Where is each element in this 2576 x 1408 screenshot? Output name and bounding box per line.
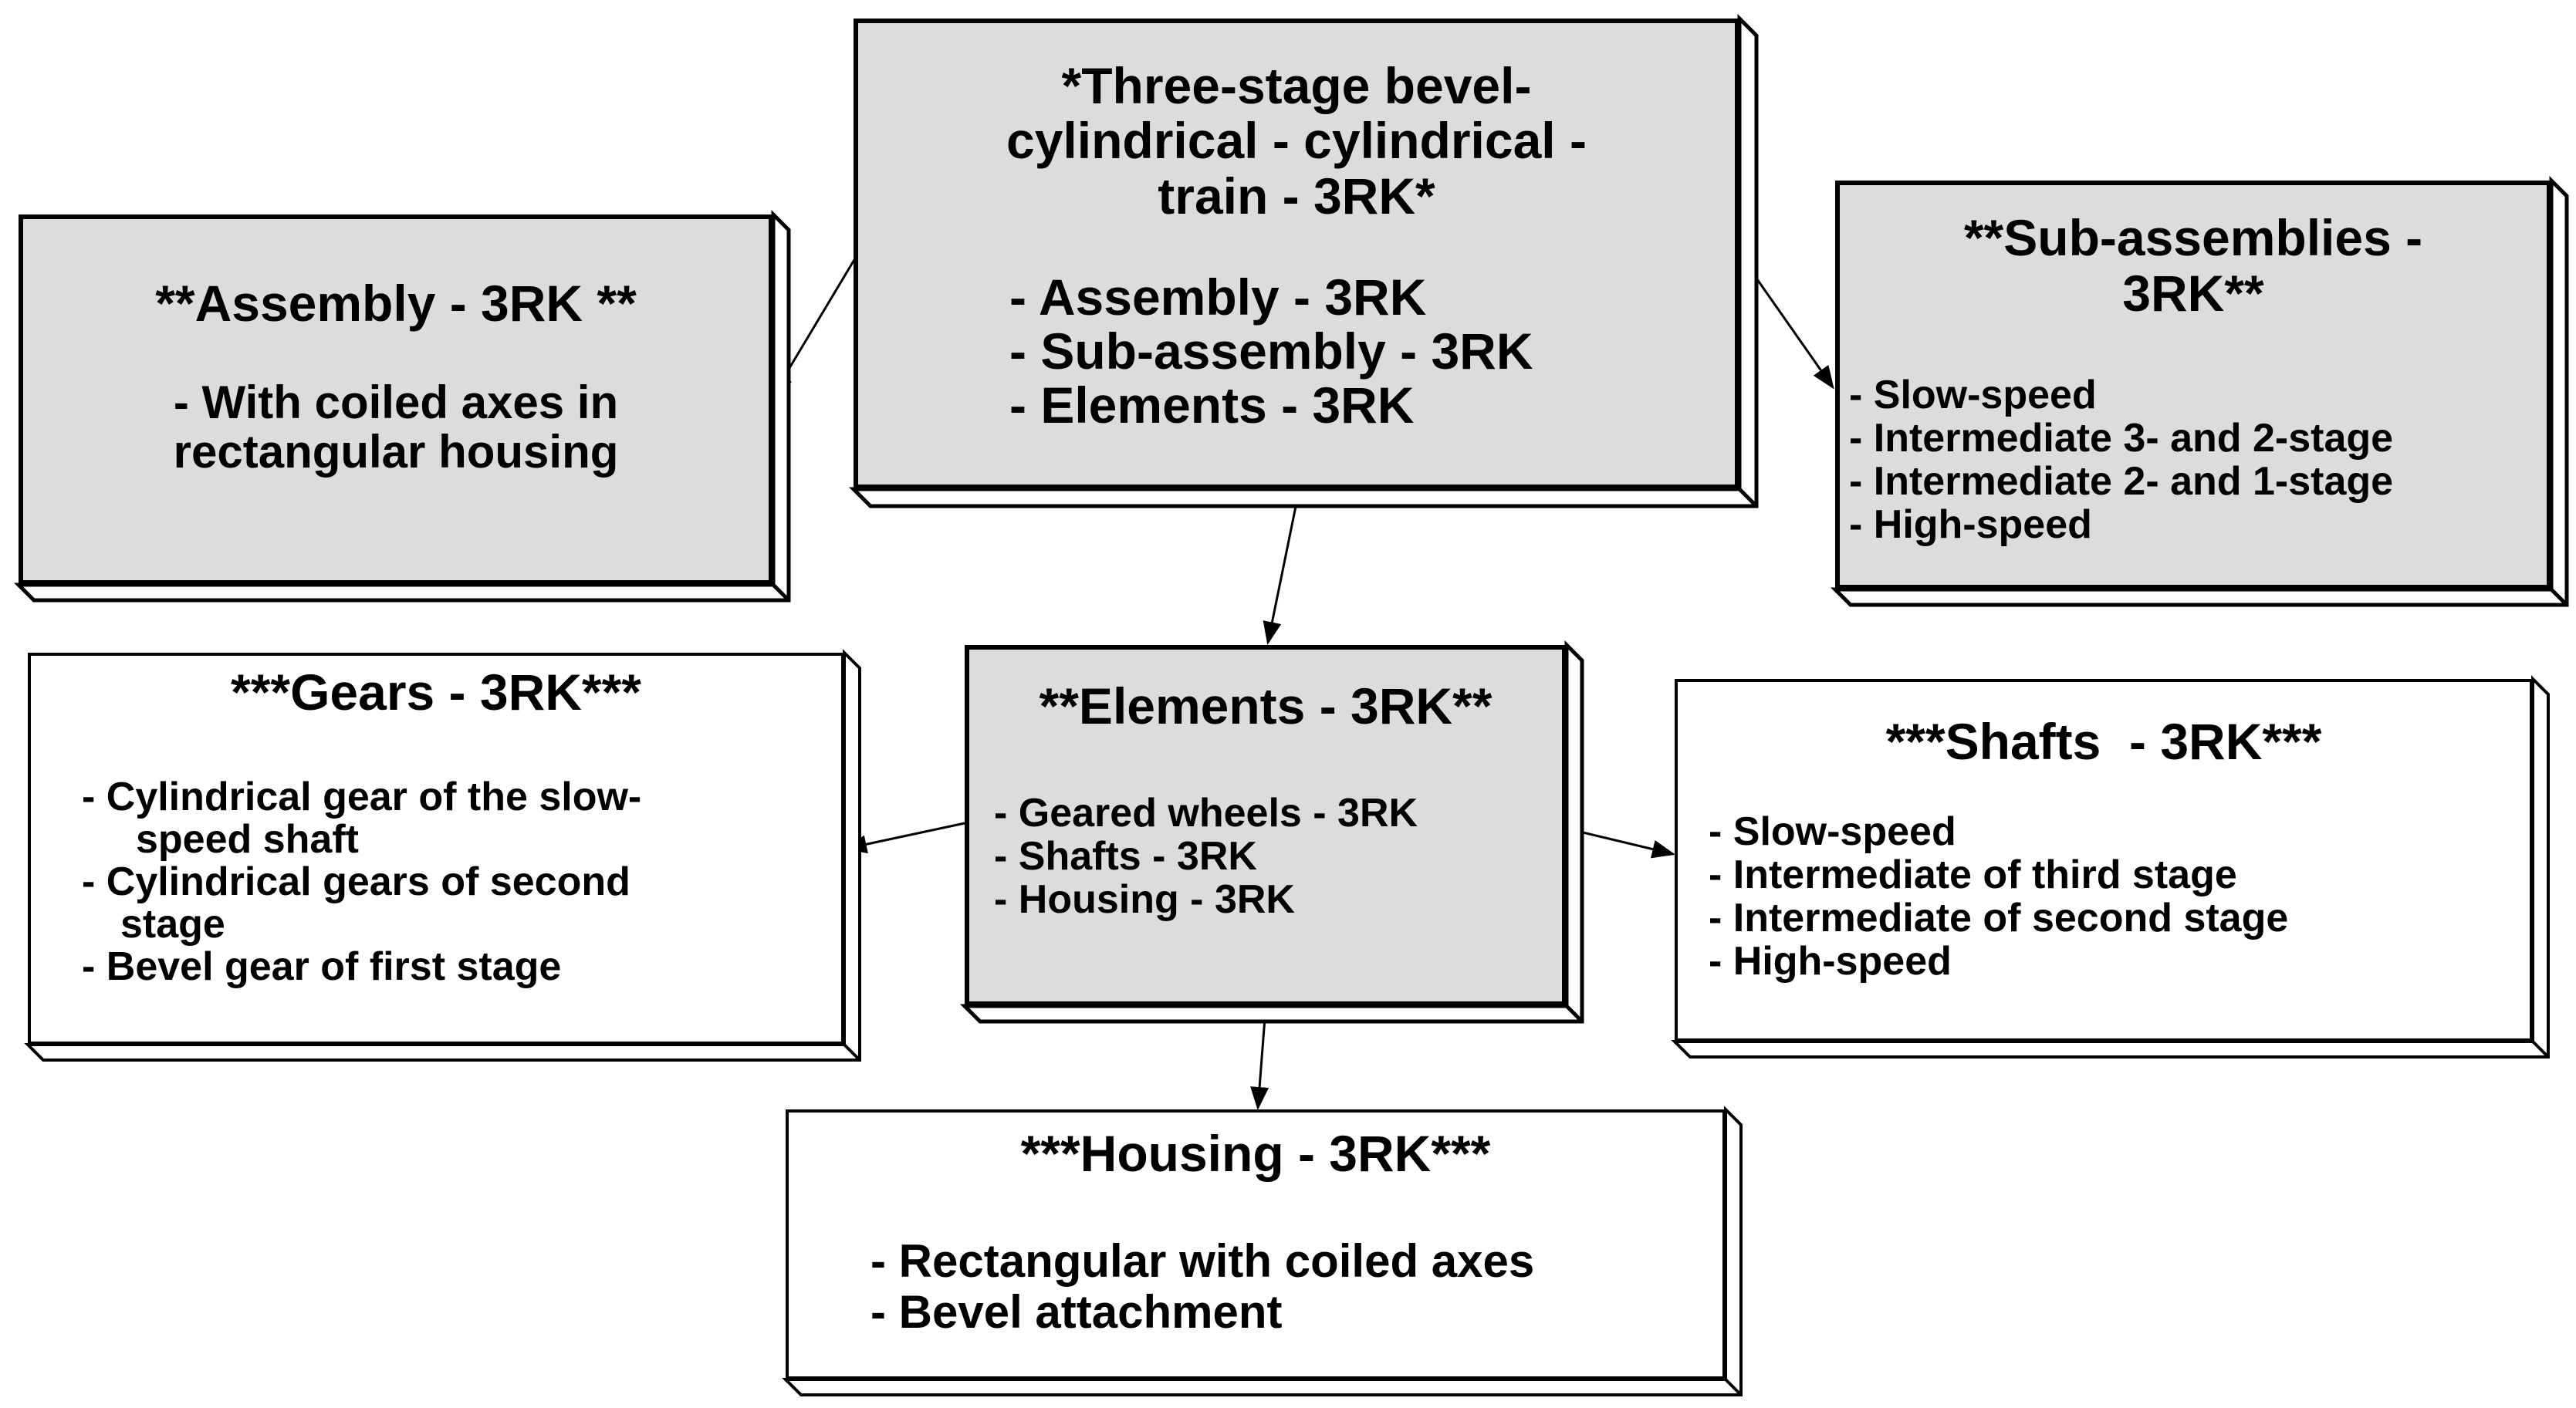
elements-items: - Geared wheels - 3RK - Shafts - 3RK - H… [994,792,1418,921]
arrow-elements-to-housing [1250,1008,1269,1110]
gears-item: - Cylindrical gear of the slow- [82,775,642,819]
root-item: - Elements - 3RK [1009,376,1415,434]
assembly-line: - With coiled axes in [173,376,619,428]
root-title-line: cylindrical - cylindrical - [1006,112,1587,170]
root-node-box [854,19,1739,489]
shafts-node-box [1675,679,2533,1042]
elements-node: **Elements - 3RK** - Geared wheels - 3RK… [959,640,1584,1024]
subassemblies-node: **Sub-assemblies - 3RK** - Slow-speed - … [1830,175,2569,607]
assembly-title: **Assembly - 3RK ** [155,275,637,332]
root-title-line: *Three-stage bevel- [1061,57,1532,114]
root-node: *Three-stage bevel- cylindrical - cylind… [848,13,1759,508]
shafts-item: - Intermediate of third stage [1709,853,2237,897]
root-item: - Assembly - 3RK [1009,268,1427,326]
root-title-line: train - 3RK* [1158,167,1435,225]
subassemblies-item: - Slow-speed [1849,373,2097,417]
gears-item: speed shaft [136,817,359,862]
subassemblies-node-box [1835,181,2551,589]
housing-node-box [786,1109,1726,1379]
gears-node-box [28,653,844,1045]
elements-item: - Shafts - 3RK [994,834,1257,879]
gears-title: ***Gears - 3RK*** [231,663,641,721]
shafts-item: - Intermediate of second stage [1709,896,2289,940]
arrow-elements-to-shafts [1566,827,1675,859]
subassemblies-item: - Intermediate 3- and 2-stage [1849,416,2394,461]
arrow-root-to-assembly [772,258,857,397]
elements-node-box [965,645,1567,1006]
subassemblies-item: - High-speed [1849,502,2092,547]
assembly-node: **Assembly - 3RK ** - With coiled axes i… [13,209,791,603]
assembly-line: rectangular housing [173,426,619,478]
elements-item: - Housing - 3RK [994,877,1295,922]
arrow-root-to-subassemblies [1741,258,1834,390]
subassemblies-item: - Intermediate 2- and 1-stage [1849,459,2394,504]
housing-item: - Bevel attachment [870,1286,1283,1338]
subassemblies-title-line: 3RK** [2122,265,2264,322]
root-title: *Three-stage bevel- cylindrical - cylind… [854,57,1739,225]
shafts-item: - High-speed [1709,939,1952,984]
gears-items: - Cylindrical gear of the slow- speed sh… [82,776,641,988]
housing-item: - Rectangular with coiled axes [870,1235,1535,1287]
housing-items: - Rectangular with coiled axes - Bevel a… [870,1236,1534,1338]
shafts-title: ***Shafts - 3RK*** [1885,713,2322,770]
assembly-node-box [19,214,773,585]
subassemblies-items: - Slow-speed - Intermediate 3- and 2-sta… [1849,373,2393,546]
shafts-node: ***Shafts - 3RK*** - Slow-speed - Interm… [1671,675,2550,1059]
arrow-root-to-elements [1263,491,1300,645]
assembly-description: - With coiled axes in rectangular housin… [19,378,773,477]
arrow-elements-to-gears [843,822,965,854]
gears-node: ***Gears - 3RK*** - Cylindrical gear of … [24,649,861,1062]
housing-title: ***Housing - 3RK*** [1020,1125,1491,1182]
subassemblies-title: **Sub-assemblies - 3RK** [1835,210,2551,321]
root-item: - Sub-assembly - 3RK [1009,322,1533,380]
subassemblies-title-line: **Sub-assemblies - [1963,209,2423,266]
housing-node: ***Housing - 3RK*** - Rectangular with c… [782,1106,1743,1396]
elements-title: **Elements - 3RK** [1039,677,1493,734]
gears-item: - Cylindrical gears of second [82,859,630,904]
shafts-item: - Slow-speed [1709,809,1956,854]
elements-item: - Geared wheels - 3RK [994,791,1418,836]
gears-item: - Bevel gear of first stage [82,944,562,989]
root-items: - Assembly - 3RK - Sub-assembly - 3RK - … [1009,270,1533,432]
shafts-items: - Slow-speed - Intermediate of third sta… [1709,810,2288,983]
gears-item: stage [120,902,225,947]
